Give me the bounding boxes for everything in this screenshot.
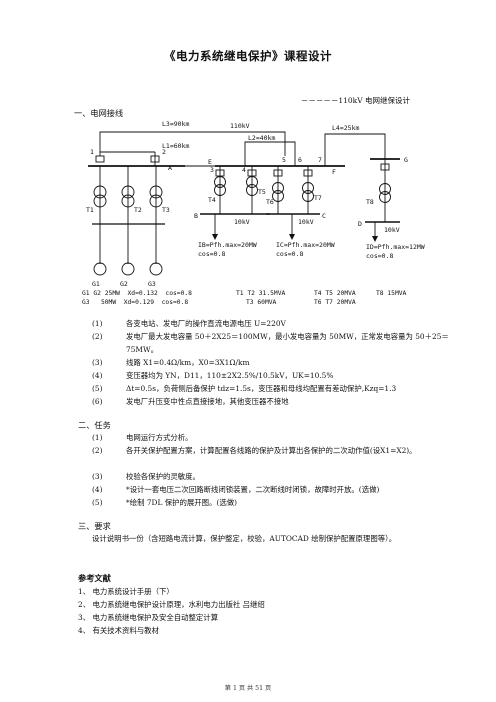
spec-gen-line-1: G1 G2 25MW Xd=0.132 cos=0.8 — [82, 290, 192, 297]
task-item: (4)*设计一套电压二次回路断线闭锁装置，二次断线时闭锁，故障时开放。(选做) — [92, 485, 380, 494]
param-item: (4)变压器均为 YN，D11，110±2X2.5%/10.5kV，UK=10.… — [92, 371, 334, 380]
param-item: (3)线路 X1=0.4Ω/km，X0=3X1Ω/km — [92, 358, 250, 367]
node-a: A — [168, 164, 172, 172]
transformer-t8: T8 — [366, 198, 374, 206]
generator-g2: G2 — [120, 280, 128, 288]
node-f: F — [332, 168, 336, 176]
param-item: (1)各变电站、发电厂的操作直流电源电压 U=220V — [92, 319, 286, 328]
load-b-power: IB=Pfh.max=20MW — [198, 241, 257, 249]
bus-10kv-b: 10kV — [234, 218, 250, 226]
bus-10kv-d: 10kV — [384, 226, 400, 234]
breaker-6: 6 — [298, 156, 302, 164]
param-item: (2)发电厂最大发电容量 50＋2X25＝100MW，最小发电容量为 50MW，… — [92, 332, 449, 354]
task-item: (3)校验各保护的灵敏度。 — [92, 472, 200, 481]
breaker-7: 7 — [318, 156, 322, 164]
load-d-power: ID=Pfh.max=12MW — [366, 243, 425, 251]
line-label-l1: L1=60km — [162, 142, 189, 150]
page-subtitle: －－－－－110kV 电网继保设计 — [300, 96, 410, 105]
transformer-t6: T6 — [266, 198, 274, 206]
section-heading-wiring: 一、电网接线 — [74, 108, 124, 118]
node-e: E — [208, 158, 212, 166]
load-c-power: IC=Pfh.max=20MW — [276, 241, 335, 249]
wiring-diagram: L3=90km L1=60km 110kV L2=40km L4=25km A … — [86, 120, 425, 288]
transformer-t3: T3 — [162, 206, 170, 214]
breaker-4: 4 — [242, 166, 246, 174]
spec-tr-line-5: T8 15MVA — [376, 290, 407, 297]
reference-item: 4、 有关技术资料与教材 — [78, 626, 159, 635]
spec-tr-line-1: T1 T2 31.5MVA — [236, 290, 286, 297]
section-heading-tasks: 二、任务 — [78, 420, 111, 430]
load-b-cos: cos=0.8 — [198, 250, 225, 258]
section-heading-requirements: 三、要求 — [78, 521, 111, 531]
breaker-2: 2 — [162, 148, 166, 156]
task-item: (5)*绘制 7DL 保护的展开图。(选做) — [92, 498, 237, 507]
node-c: C — [322, 212, 326, 220]
transformer-t5: T5 — [258, 188, 266, 196]
spec-tr-line-2: T3 60MVA — [246, 299, 277, 306]
transformer-t1: T1 — [86, 206, 94, 214]
page-title: 《电力系统继电保护》课程设计 — [164, 49, 332, 63]
bus-label-110kv: 110kV — [230, 122, 250, 130]
spec-tr-line-4: T6 T7 20MVA — [314, 299, 356, 306]
load-c-cos: cos=0.8 — [276, 250, 303, 258]
reference-item: 1、 电力系统设计手册（下） — [78, 587, 174, 596]
reference-item: 2、 电力系统继电保护设计原理，水利电力出版社 吕继绍 — [78, 600, 265, 609]
requirement-text: 设计说明书一份（含短路电流计算，保护整定，校验，AUTOCAD 绘制保护配置原理… — [92, 534, 397, 543]
section-heading-references: 参考文献 — [78, 573, 111, 583]
breaker-3: 3 — [210, 166, 214, 174]
spec-tr-line-3: T4 T5 20MVA — [314, 290, 356, 297]
node-d: D — [358, 220, 362, 228]
param-item: (5)Δt=0.5s，负荷侧后备保护 tdz=1.5s，变压器和母线均配置有差动… — [92, 384, 397, 393]
generator-g3: G3 — [148, 280, 156, 288]
generator-g1: G1 — [92, 280, 100, 288]
breaker-1: 1 — [90, 148, 94, 156]
breaker-5: 5 — [282, 156, 286, 164]
line-label-l3: L3=90km — [162, 120, 189, 128]
node-g: G — [404, 156, 408, 164]
page-footer: 第 1 页 共 51 页 — [224, 685, 272, 692]
spec-gen-line-2: G3 50MW Xd=0.129 cos=0.8 — [82, 299, 189, 306]
task-item: (1)电网运行方式分析。 — [92, 433, 193, 442]
bus-10kv-c: 10kV — [298, 218, 314, 226]
param-item: (6)发电厂升压变中性点直接接地，其他变压器不接地 — [92, 397, 289, 406]
line-label-l2: L2=40km — [248, 134, 275, 142]
node-b: B — [194, 212, 198, 220]
task-item: (2)各开关保护配置方案，计算配置各线路的保护及计算出各保护的二次动作值(设X1… — [92, 446, 417, 455]
transformer-t7: T7 — [314, 194, 322, 202]
transformer-t4: T4 — [208, 196, 216, 204]
reference-item: 3、 电力系统继电保护及安全自动整定计算 — [78, 613, 219, 622]
load-d-cos: cos=0.8 — [366, 252, 393, 260]
line-label-l4: L4=25km — [332, 124, 359, 132]
transformer-t2: T2 — [134, 206, 142, 214]
